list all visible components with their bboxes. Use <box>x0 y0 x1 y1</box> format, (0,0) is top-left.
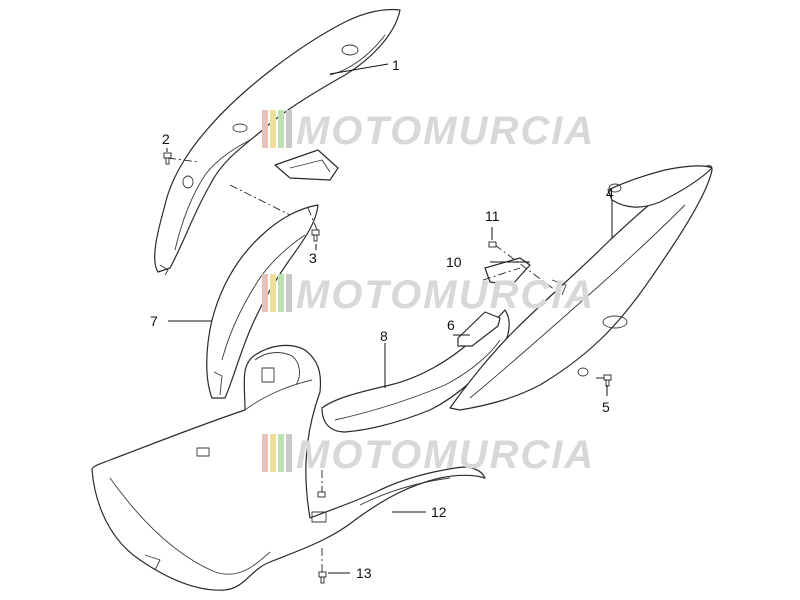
bracket-near-part-1 <box>274 149 339 181</box>
callout-2: 2 <box>162 131 170 147</box>
part-10-bracket <box>484 257 531 286</box>
callout-4: 4 <box>606 185 614 201</box>
screw-13 <box>318 571 327 584</box>
watermark-top: MOTOMURCIA <box>262 109 595 153</box>
watermark-stripe-3 <box>278 110 284 148</box>
screws <box>163 152 612 584</box>
callout-8: 8 <box>380 328 388 344</box>
callout-13: 13 <box>356 565 372 581</box>
watermark-stripe-1 <box>262 274 268 312</box>
callout-5: 5 <box>602 399 610 415</box>
screw-5 <box>603 374 612 387</box>
screw-2 <box>163 152 172 165</box>
callout-1: 1 <box>392 57 400 73</box>
watermark-bottom: MOTOMURCIA <box>262 433 595 477</box>
leader-lines <box>166 63 613 574</box>
watermark-stripe-4 <box>286 110 292 148</box>
watermark-stripe-4 <box>286 274 292 312</box>
part-6-clip <box>457 311 501 347</box>
callout-7: 7 <box>150 313 158 329</box>
watermark-middle: MOTOMURCIA <box>262 273 595 317</box>
screw-3 <box>311 229 320 242</box>
watermark-stripe-2 <box>270 434 276 472</box>
screw-lower <box>317 491 326 498</box>
watermark-stripe-3 <box>278 274 284 312</box>
part-8-side-trim <box>321 309 510 433</box>
watermark-stripe-1 <box>262 110 268 148</box>
watermark-text: MOTOMURCIA <box>296 109 595 153</box>
watermark-stripe-2 <box>270 274 276 312</box>
watermark-text: MOTOMURCIA <box>296 273 595 317</box>
watermark-stripe-3 <box>278 434 284 472</box>
callout-12: 12 <box>431 504 447 520</box>
callout-10: 10 <box>446 254 462 270</box>
watermark-text: MOTOMURCIA <box>296 433 595 477</box>
callout-6: 6 <box>447 317 455 333</box>
callout-11: 11 <box>485 208 500 224</box>
callout-3: 3 <box>309 250 317 266</box>
watermark-stripe-1 <box>262 434 268 472</box>
watermark-stripe-2 <box>270 110 276 148</box>
watermark-stripe-4 <box>286 434 292 472</box>
part-4-side-panel <box>449 165 713 411</box>
callout-labels: 1 2 3 4 5 6 7 8 10 11 12 13 <box>150 57 614 581</box>
screw-11 <box>488 241 497 248</box>
